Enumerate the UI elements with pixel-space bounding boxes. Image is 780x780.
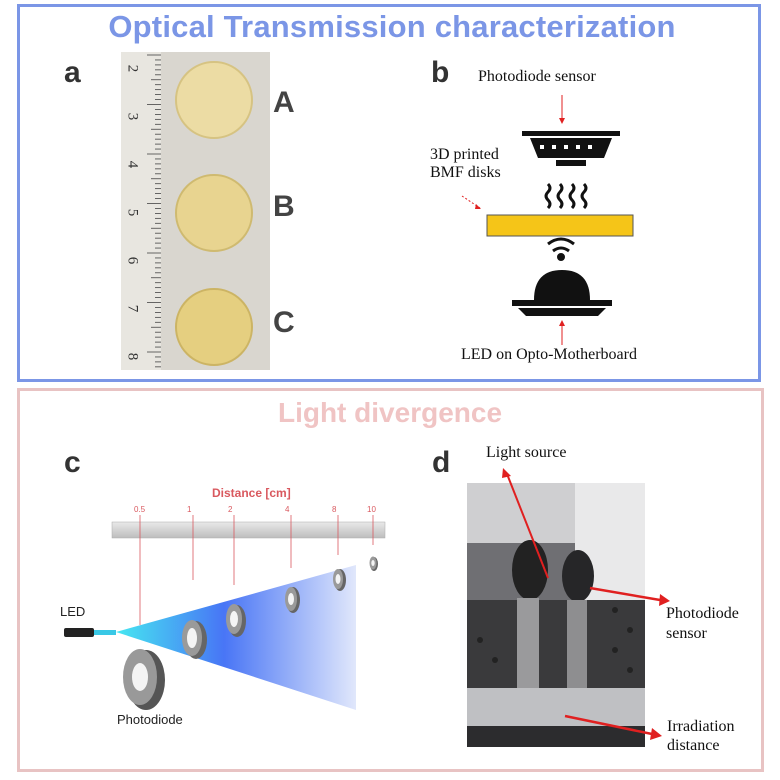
disk-label-b: B <box>273 190 295 223</box>
disk-label-line1: 3D printed <box>430 146 499 163</box>
photodiode-large <box>123 649 165 710</box>
sensor-top-bar <box>522 131 620 136</box>
photodiode-disk-1 <box>182 620 207 659</box>
distance-tick-label: 8 <box>332 505 337 514</box>
panel-letter-c: c <box>64 446 81 479</box>
panel-letter-a: a <box>64 56 81 89</box>
disk-a <box>175 61 253 139</box>
photodiode-disk-4 <box>333 569 346 591</box>
led-dome-icon <box>534 270 590 300</box>
irradiation-text-1: Irradiation <box>667 718 735 735</box>
distance-tick-label: 2 <box>228 505 233 514</box>
disk-label-line2: BMF disks <box>430 164 501 181</box>
distance-tick-label: 4 <box>285 505 290 514</box>
panel-letter-d: d <box>432 446 451 479</box>
photodiode-disk-2 <box>226 604 246 637</box>
distance-axis-title: Distance [cm] <box>212 486 291 500</box>
sensor-label: Photodiode sensor <box>478 68 596 85</box>
light-source-arrow <box>506 473 549 579</box>
disk-label-c: C <box>273 306 295 339</box>
distance-tick-label: 1 <box>187 505 192 514</box>
photodiode-text: Photodiode <box>117 712 183 727</box>
led-text: LED <box>60 604 86 619</box>
light-source-text: Light source <box>486 444 567 461</box>
sensor-arrow-head <box>559 118 565 124</box>
ruler-tick-marks <box>147 54 161 368</box>
distance-tick-label: 0.5 <box>134 505 146 514</box>
photodiode-sensor-text-1: Photodiode <box>666 605 739 622</box>
led-base <box>518 308 606 316</box>
photodiode-arrow <box>589 586 661 602</box>
ruler <box>121 52 161 370</box>
photodiode-sensor-icon <box>530 138 612 158</box>
photodiode-sensor-mount <box>562 550 594 602</box>
measuring-ruler <box>467 688 645 726</box>
distance-tick-lines <box>139 515 374 625</box>
photodiode-disks <box>182 556 378 659</box>
disk-c <box>175 288 253 366</box>
panel-title-bottom: Light divergence <box>277 397 503 428</box>
photodiode-disk-5 <box>369 556 378 571</box>
panel-letter-b: b <box>431 56 450 89</box>
disk-label-a: A <box>273 86 295 119</box>
photodiode-disk-3 <box>285 587 300 613</box>
irradiation-arrow <box>564 714 653 736</box>
distance-tick-label: 10 <box>367 505 376 514</box>
disk-b <box>175 174 253 252</box>
bmf-disk-plate <box>486 214 634 237</box>
light-source-mount <box>512 540 548 600</box>
led-device <box>64 628 94 637</box>
distance-ruler <box>111 521 386 539</box>
heat-waves-icon <box>544 182 588 210</box>
panel-title-top: Optical Transmission characterization <box>108 9 676 44</box>
irradiation-text-2: distance <box>667 737 720 754</box>
led-label: LED on Opto-Motherboard <box>461 346 637 363</box>
photodiode-sensor-text-2: sensor <box>666 625 707 642</box>
signal-waves-icon <box>547 237 575 261</box>
